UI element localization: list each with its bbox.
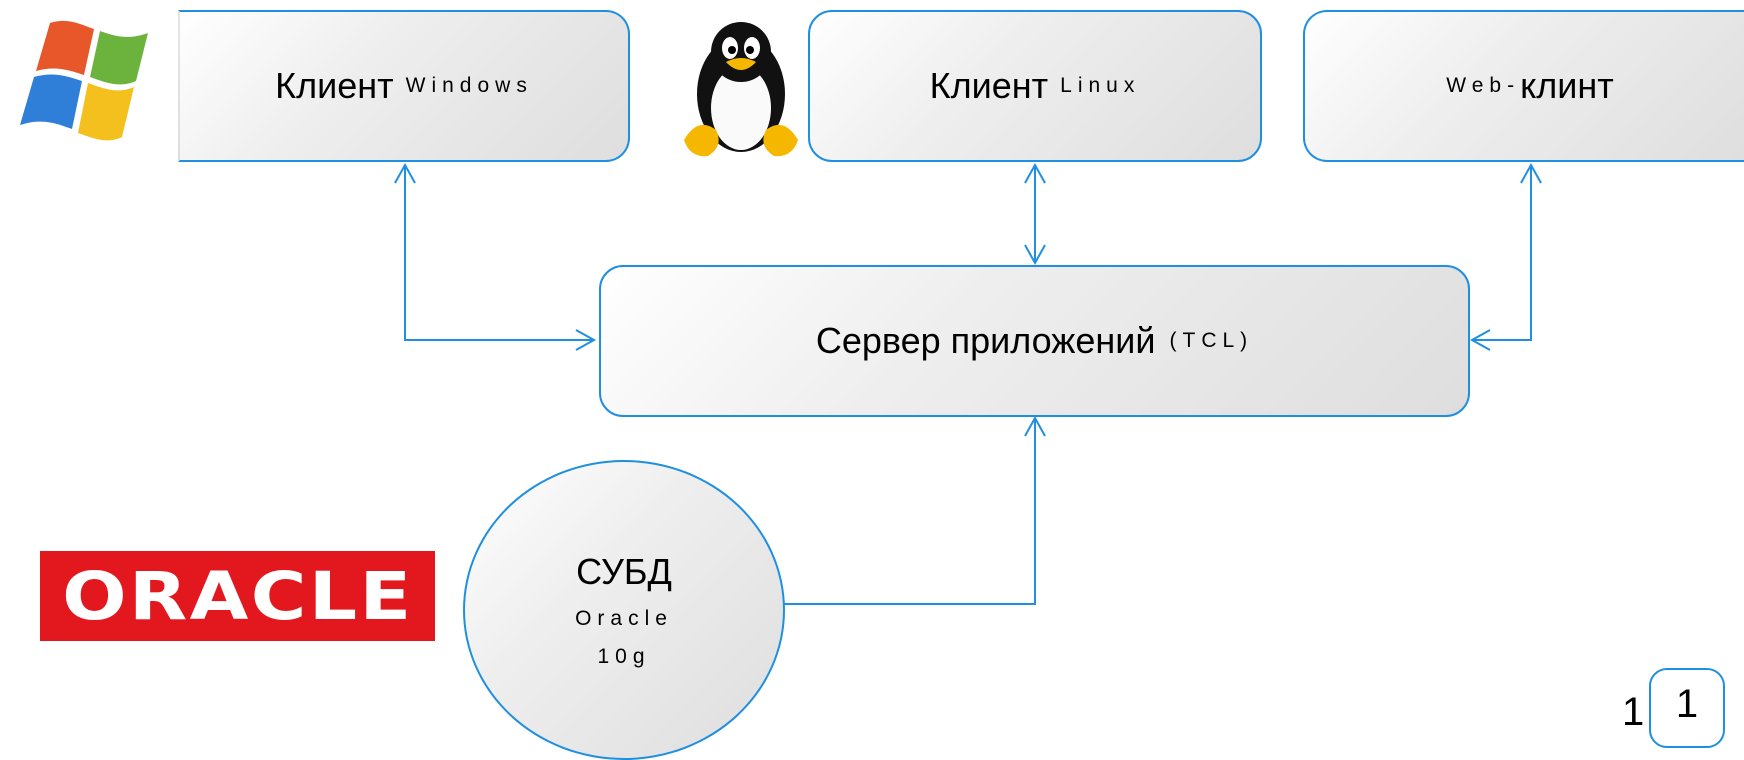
page-number-left: 1 (1622, 690, 1645, 734)
arrowhead-windows-up (394, 162, 416, 184)
web-client-label: клинт (1520, 65, 1614, 106)
windows-logo-icon (20, 20, 148, 141)
client-linux-box: Клиент Linux (808, 10, 1262, 162)
client-linux-label: Клиент (929, 65, 1049, 106)
app-server-tech: (TCL) (1169, 329, 1254, 352)
arrowhead-linux-down (1024, 244, 1046, 266)
connector-windows-server (404, 165, 593, 341)
linux-penguin-icon (684, 22, 798, 157)
oracle-logo: ORACLE (40, 551, 435, 641)
arrowhead-server-left (575, 329, 597, 351)
dbms-product: Oracle (575, 607, 673, 630)
dbms-circle: СУБД Oracle 10g (463, 460, 785, 760)
web-client-box: Web- клинт (1303, 10, 1744, 162)
arrowhead-server-bottom (1024, 415, 1046, 437)
client-windows-os: Windows (405, 74, 533, 97)
arrowhead-linux-up (1024, 162, 1046, 184)
dbms-version: 10g (597, 645, 651, 668)
page-number-right: 1 (1675, 681, 1699, 726)
app-server-label: Сервер приложений (815, 320, 1156, 361)
arrowhead-server-right (1469, 329, 1491, 351)
dbms-label: СУБД (576, 551, 672, 592)
arrowhead-web-up (1520, 162, 1542, 184)
client-windows-box: Клиент Windows (178, 10, 630, 162)
client-linux-os: Linux (1060, 74, 1141, 97)
web-client-prefix: Web- (1446, 74, 1521, 97)
client-windows-label: Клиент (275, 65, 394, 106)
page-number-box: 1 (1649, 668, 1725, 748)
app-server-box: Сервер приложений (TCL) (599, 265, 1470, 417)
oracle-logo-text: ORACLE (61, 557, 414, 635)
connector-web-server (1473, 165, 1532, 341)
connector-server-db (753, 418, 1036, 605)
